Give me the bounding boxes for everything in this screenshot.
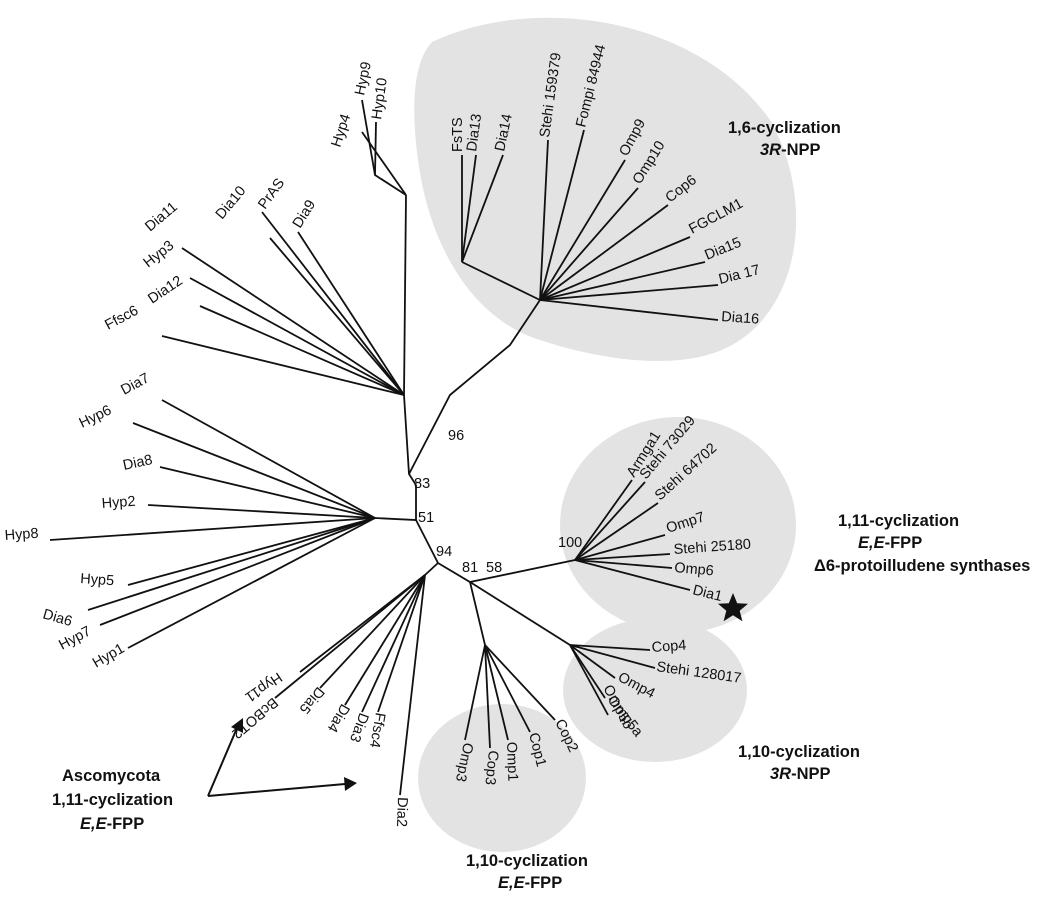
leaf-dia1: Dia1 xyxy=(691,582,724,605)
leaf-hyp11: Hyp11 xyxy=(242,669,285,705)
leaf-dia11: Dia11 xyxy=(142,199,180,235)
group-1-10-npp-line1: 1,10-cyclization xyxy=(738,743,860,761)
leaf-pras: PrAS xyxy=(255,176,288,213)
bootstrap-94: 94 xyxy=(436,544,452,560)
leaf-dia8: Dia8 xyxy=(122,452,155,474)
bootstrap-values: 96 83 51 94 81 58 100 xyxy=(414,428,582,576)
leaf-ffsc4: Ffsc4 xyxy=(366,711,388,749)
leaf-cop4: Cop4 xyxy=(651,638,687,656)
leaf-cop3: Cop3 xyxy=(481,750,501,786)
clade-shading xyxy=(414,17,797,852)
leaf-dia4: Dia4 xyxy=(324,701,353,735)
clade-1-6-npp xyxy=(414,17,797,361)
group-annotations: 1,6-cyclization 3R-NPP 1,11-cyclization … xyxy=(52,119,1030,892)
leaf-dia10: Dia10 xyxy=(213,183,250,222)
bootstrap-83: 83 xyxy=(414,476,430,492)
group-1-11-line2: E,E-FPP xyxy=(858,534,922,552)
leaf-dia13: Dia13 xyxy=(464,113,485,153)
leaf-hyp5: Hyp5 xyxy=(80,571,115,589)
bootstrap-100: 100 xyxy=(558,535,582,551)
group-1-10-fpp-italic: E,E xyxy=(498,874,526,892)
leaf-dia2: Dia2 xyxy=(393,797,410,827)
leaf-stehi25180: Stehi 25180 xyxy=(673,537,751,558)
clade-1-11-fpp xyxy=(560,417,796,633)
clade-1-10-fpp xyxy=(418,704,586,852)
group-1-6-rest: -NPP xyxy=(781,141,820,159)
leaf-dia5: Dia5 xyxy=(296,683,327,716)
leaf-omp6: Omp6 xyxy=(674,560,715,579)
bootstrap-51: 51 xyxy=(418,510,434,526)
group-1-11-line3: Δ6-protoilludene synthases xyxy=(814,557,1030,575)
leaf-hyp10: Hyp10 xyxy=(369,77,391,121)
leaf-omp1: Omp1 xyxy=(503,742,520,782)
group-1-6-line1: 1,6-cyclization xyxy=(728,119,841,137)
clade-1-10-npp xyxy=(563,618,747,762)
ascomycota-rest: -FPP xyxy=(107,815,145,833)
leaf-hyp4: Hyp4 xyxy=(329,112,355,149)
group-1-6-italic: 3R xyxy=(760,141,781,159)
ascomycota-line2: 1,11-cyclization xyxy=(52,791,173,809)
leaf-hyp8: Hyp8 xyxy=(4,526,39,544)
arrow-to-dia3 xyxy=(207,783,346,797)
leaf-hyp2: Hyp2 xyxy=(101,494,136,512)
tree-branches xyxy=(49,99,719,796)
group-1-10-fpp-line2: E,E-FPP xyxy=(498,874,562,892)
bootstrap-81: 81 xyxy=(462,560,478,576)
leaf-hyp6: Hyp6 xyxy=(77,402,114,431)
ascomycota-arrows xyxy=(207,718,357,797)
ascomycota-line3: E,E-FPP xyxy=(80,815,144,833)
arrow-head-dia3-icon xyxy=(344,777,357,791)
leaf-ffsc6: Ffsc6 xyxy=(102,303,141,334)
arrow-head-bcbot2-icon xyxy=(231,718,243,733)
group-1-11-rest: -FPP xyxy=(885,534,923,552)
star-icon xyxy=(718,593,748,622)
group-1-10-fpp-rest: -FPP xyxy=(525,874,563,892)
leaf-dia9: Dia9 xyxy=(290,197,319,231)
group-1-10-npp-italic: 3R xyxy=(770,765,791,783)
ascomycota-line1: Ascomycota xyxy=(62,767,161,785)
group-1-10-fpp-line1: 1,10-cyclization xyxy=(466,852,588,870)
group-1-10-npp-rest: -NPP xyxy=(791,765,830,783)
leaf-dia6: Dia6 xyxy=(41,606,74,630)
leaf-dia7: Dia7 xyxy=(118,370,152,398)
group-1-10-npp-line2: 3R-NPP xyxy=(770,765,831,783)
bootstrap-96: 96 xyxy=(448,428,464,444)
leaf-fstss: FsTS xyxy=(450,117,466,152)
leaf-hyp9: Hyp9 xyxy=(352,60,375,96)
leaf-dia14: Dia14 xyxy=(492,112,516,152)
group-1-6-line2: 3R-NPP xyxy=(760,141,821,159)
ascomycota-italic: E,E xyxy=(80,815,108,833)
leaf-dia12: Dia12 xyxy=(145,273,185,307)
group-1-11-line1: 1,11-cyclization xyxy=(838,512,959,530)
group-1-11-italic: E,E xyxy=(858,534,886,552)
arrow-to-bcbot2 xyxy=(207,727,238,797)
leaf-hyp7: Hyp7 xyxy=(56,624,93,654)
leaf-hyp3: Hyp3 xyxy=(141,238,178,271)
bootstrap-58: 58 xyxy=(486,560,502,576)
leaf-hyp1: Hyp1 xyxy=(90,641,127,672)
leaf-dia16: Dia16 xyxy=(721,309,760,328)
